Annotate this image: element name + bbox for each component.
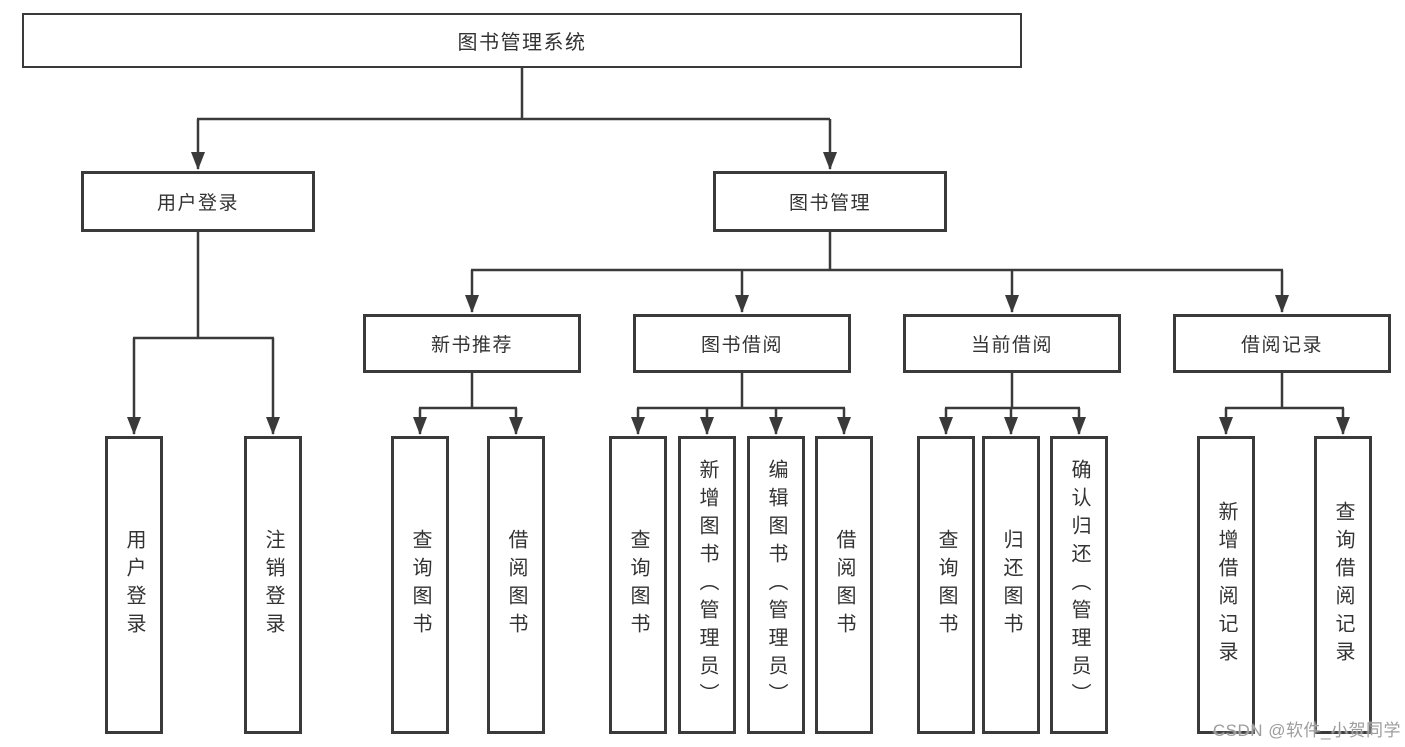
node-edit-books-admin-label: 编辑图书（管理员）: [765, 459, 787, 711]
node-edit-books-admin: 编辑图书（管理员）: [747, 436, 805, 734]
node-book-borrowing: 图书借阅: [633, 314, 851, 373]
node-root-label: 图书管理系统: [457, 32, 587, 54]
node-user-login-action-label: 用户登录: [123, 529, 145, 641]
node-borrowing-records: 借阅记录: [1173, 314, 1391, 373]
node-borrowing-records-label: 借阅记录: [1240, 335, 1323, 356]
node-borrow-books-recommend: 借阅图书: [487, 436, 545, 734]
node-borrow-books-borrowing: 借阅图书: [815, 436, 873, 734]
node-query-books-current-label: 查询图书: [935, 529, 957, 641]
node-book-management-label: 图书管理: [788, 193, 871, 214]
node-query-borrow-record: 查询借阅记录: [1314, 436, 1372, 734]
node-query-books-borrowing: 查询图书: [609, 436, 667, 734]
node-query-books-current: 查询图书: [917, 436, 975, 734]
node-logout-action: 注销登录: [244, 436, 302, 734]
node-query-borrow-record-label: 查询借阅记录: [1332, 501, 1354, 669]
node-add-borrow-record-label: 新增借阅记录: [1215, 501, 1237, 669]
node-book-borrowing-label: 图书借阅: [700, 335, 783, 356]
node-new-book-recommend: 新书推荐: [363, 314, 581, 373]
node-new-book-recommend-label: 新书推荐: [430, 335, 513, 356]
node-user-login-action: 用户登录: [105, 436, 163, 734]
csdn-watermark: CSDN @软件_小贺同学: [1212, 721, 1401, 740]
node-add-borrow-record: 新增借阅记录: [1197, 436, 1255, 734]
node-borrow-books-borrowing-label: 借阅图书: [833, 529, 855, 641]
node-confirm-return-admin-label: 确认归还（管理员）: [1068, 459, 1090, 711]
node-current-borrowing: 当前借阅: [903, 314, 1121, 373]
node-user-login-label: 用户登录: [156, 193, 239, 214]
node-logout-action-label: 注销登录: [262, 529, 284, 641]
node-query-books-recommend-label: 查询图书: [409, 529, 431, 641]
node-add-books-admin: 新增图书（管理员）: [678, 436, 736, 734]
node-add-books-admin-label: 新增图书（管理员）: [696, 459, 718, 711]
node-borrow-books-recommend-label: 借阅图书: [505, 529, 527, 641]
node-root: 图书管理系统: [22, 13, 1022, 68]
node-return-books-label: 归还图书: [1000, 529, 1022, 641]
node-book-management: 图书管理: [713, 171, 947, 232]
node-query-books-borrowing-label: 查询图书: [627, 529, 649, 641]
node-return-books: 归还图书: [982, 436, 1040, 734]
node-user-login: 用户登录: [81, 171, 315, 232]
node-current-borrowing-label: 当前借阅: [970, 335, 1053, 356]
node-confirm-return-admin: 确认归还（管理员）: [1050, 436, 1108, 734]
node-query-books-recommend: 查询图书: [391, 436, 449, 734]
